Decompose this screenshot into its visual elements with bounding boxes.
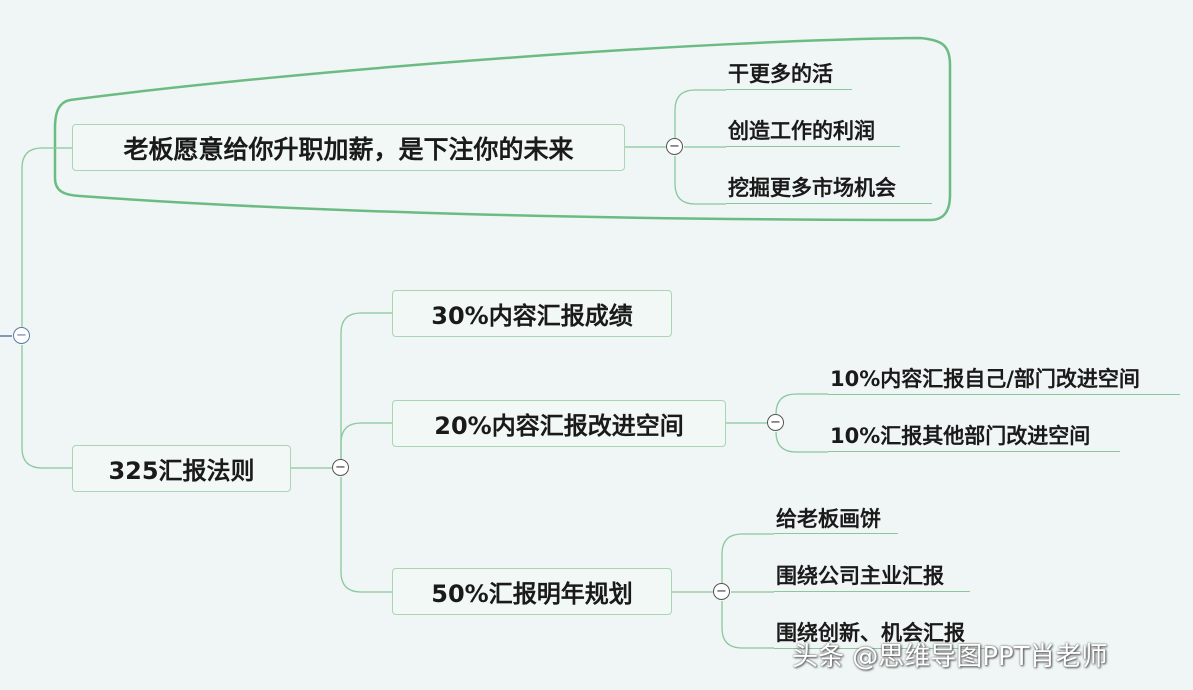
watermark: 头条 @思维导图PPT肖老师 [792, 642, 1108, 672]
subtopic-20-improvement[interactable]: 20%内容汇报改进空间 [392, 400, 726, 447]
root-collapse-toggle[interactable]: − [13, 327, 30, 344]
branch-a-collapse-toggle[interactable]: − [666, 138, 683, 155]
leaf-underline [726, 89, 852, 90]
leaf-underline [828, 394, 1180, 395]
leaf-other-dept-improvement[interactable]: 10%汇报其他部门改进空间 [830, 424, 1091, 448]
leaf-underline [726, 203, 932, 204]
topic-325-rule[interactable]: 325汇报法则 [72, 445, 291, 492]
leaf-core-business[interactable]: 围绕公司主业汇报 [776, 564, 944, 588]
topic-promotion-bet[interactable]: 老板愿意给你升职加薪，是下注你的未来 [72, 124, 625, 171]
leaf-create-profit[interactable]: 创造工作的利润 [728, 119, 875, 143]
leaf-underline [828, 451, 1120, 452]
leaf-self-dept-improvement[interactable]: 10%内容汇报自己/部门改进空间 [830, 367, 1140, 391]
sub3-collapse-toggle[interactable]: − [713, 583, 730, 600]
branch-b-collapse-toggle[interactable]: − [332, 459, 349, 476]
leaf-market-opportunity[interactable]: 挖掘更多市场机会 [728, 176, 896, 200]
leaf-underline [774, 591, 970, 592]
leaf-underline [726, 146, 900, 147]
leaf-underline [774, 533, 898, 534]
subtopic-50-plan[interactable]: 50%汇报明年规划 [392, 568, 672, 615]
leaf-underline [774, 648, 994, 649]
leaf-more-work[interactable]: 干更多的活 [728, 62, 833, 86]
leaf-draw-pie[interactable]: 给老板画饼 [776, 507, 881, 531]
boundary-outline [53, 36, 952, 222]
leaf-innovation-opportunity[interactable]: 围绕创新、机会汇报 [776, 621, 965, 645]
sub2-collapse-toggle[interactable]: − [767, 414, 784, 431]
subtopic-30-results[interactable]: 30%内容汇报成绩 [392, 290, 672, 337]
